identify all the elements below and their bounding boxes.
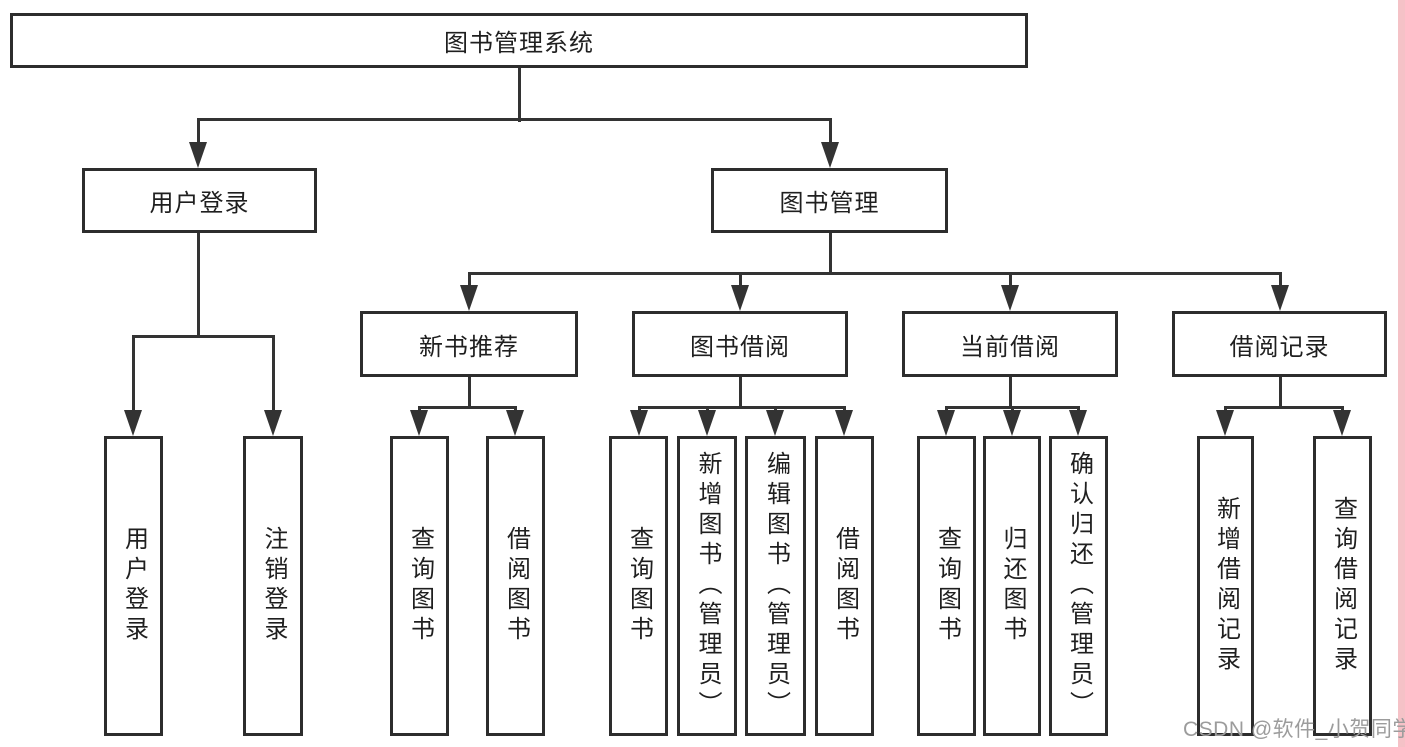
arrow-down-icon [506,410,524,436]
leaf-current-confirm-return-admin: 确认归还（管理员） [1049,436,1108,736]
node-label: 用户登录 [120,526,148,646]
connector-stem-leaf [132,335,135,412]
connector-borrowing-stem [739,377,742,408]
leaf-current-query-books: 查询图书 [917,436,976,736]
connector-user-branch-stem [197,233,200,337]
node-label: 图书管理 [779,190,880,217]
connector-stem-leaf [739,272,742,288]
connector-root-stem [518,68,521,122]
connector-stem-leaf [468,272,471,288]
arrow-down-icon [264,410,282,436]
node-label: 查询图书 [933,526,961,646]
connector-rail-user-branch [132,335,275,338]
connector-mgmt-branch-stem [829,233,832,274]
arrow-down-icon [766,410,784,436]
arrow-down-icon [1069,410,1087,436]
connector-stem-book-mgmt [829,118,832,148]
node-label: 注销登录 [260,526,287,646]
leaf-current-return-books: 归还图书 [983,436,1041,736]
node-label: 借阅图书 [502,526,530,646]
node-label: 借阅记录 [1229,333,1330,361]
node-label: 编辑图书（管理员） [762,451,790,721]
arrow-down-icon [1001,285,1019,311]
node-label: 查询图书 [625,526,653,646]
arrow-down-icon [630,410,648,436]
arrow-down-icon [698,410,716,436]
leaf-logout: 注销登录 [243,436,303,736]
node-label: 查询借阅记录 [1329,496,1357,676]
node-library-management-system: 图书管理系统 [10,13,1028,68]
node-current-borrowing: 当前借阅 [902,311,1118,377]
connector-rail-level3 [468,272,1281,275]
node-user-login: 用户登录 [82,168,317,233]
connector-recommend-stem [468,377,471,408]
arrow-down-icon [124,410,142,436]
arrow-down-icon [410,410,428,436]
leaf-recommend-borrow-books: 借阅图书 [486,436,545,736]
leaf-recommend-query-books: 查询图书 [390,436,449,736]
arrow-down-icon [1271,285,1289,311]
leaf-borrowing-borrow-books: 借阅图书 [815,436,874,736]
arrow-down-icon [821,142,839,168]
connector-current-stem [1009,377,1012,408]
node-label: 新书推荐 [419,333,519,361]
arrow-down-icon [1333,410,1351,436]
node-label: 查询图书 [406,526,434,646]
connector-rail-level2 [197,118,832,121]
node-book-borrowing: 图书借阅 [632,311,848,377]
node-new-book-recommend: 新书推荐 [360,311,578,377]
arrow-down-icon [731,285,749,311]
node-label: 图书借阅 [690,333,790,361]
node-label: 图书管理系统 [444,30,594,57]
arrow-down-icon [1003,410,1021,436]
arrow-down-icon [189,142,207,168]
node-book-management: 图书管理 [711,168,948,233]
arrow-down-icon [937,410,955,436]
node-label: 借阅图书 [831,526,859,646]
node-borrowing-records: 借阅记录 [1172,311,1387,377]
node-label: 当前借阅 [960,333,1060,361]
node-label: 新增借阅记录 [1212,496,1240,676]
leaf-borrowing-query-books: 查询图书 [609,436,668,736]
right-edge-strip [1398,0,1405,747]
leaf-records-query-borrow-record: 查询借阅记录 [1313,436,1372,736]
node-label: 归还图书 [999,526,1026,646]
arrow-down-icon [1216,410,1234,436]
node-label: 新增图书（管理员） [694,451,721,721]
leaf-borrowing-edit-books-admin: 编辑图书（管理员） [745,436,806,736]
arrow-down-icon [835,410,853,436]
connector-stem-user-login [197,118,200,148]
leaf-borrowing-add-books-admin: 新增图书（管理员） [677,436,737,736]
csdn-watermark: CSDN @软件_小贺同学 [1183,718,1405,741]
connector-stem-leaf [1279,272,1282,288]
connector-rail-records [1224,406,1344,409]
connector-records-stem [1279,377,1282,408]
connector-rail-recommend [418,406,517,409]
connector-stem-leaf [272,335,275,412]
connector-rail-borrowing [638,406,846,409]
node-label: 用户登录 [149,190,250,217]
connector-stem-leaf [1009,272,1012,288]
node-label: 确认归还（管理员） [1065,451,1093,721]
leaf-user-login: 用户登录 [104,436,163,736]
arrow-down-icon [460,285,478,311]
leaf-records-add-borrow-record: 新增借阅记录 [1197,436,1254,736]
